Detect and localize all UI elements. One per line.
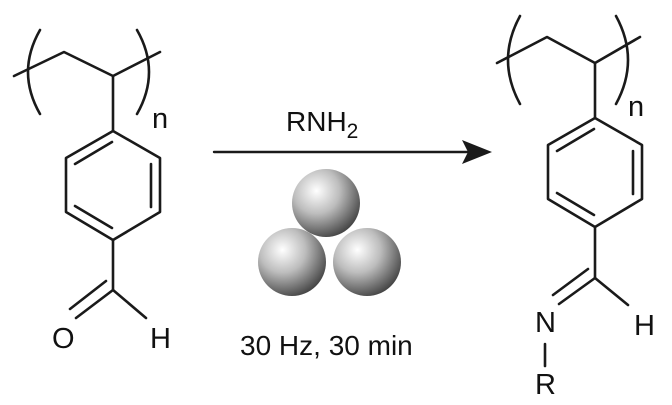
reagent-label: RNH2 bbox=[286, 106, 358, 143]
reactant-ch-bond bbox=[111, 288, 148, 320]
reaction-conditions: 30 Hz, 30 min bbox=[240, 330, 413, 361]
milling-ball-right bbox=[333, 228, 401, 296]
product-cn-double-bond-a bbox=[557, 276, 597, 306]
reaction-arrow-head bbox=[462, 140, 492, 164]
reactant-atom-o: O bbox=[52, 323, 75, 355]
product-backbone bbox=[495, 35, 642, 65]
product-polymer: N H R n bbox=[495, 14, 655, 401]
product-left-paren bbox=[506, 14, 522, 106]
product-atom-r: R bbox=[535, 369, 556, 401]
product-repeat-subscript: n bbox=[628, 91, 644, 123]
reactant-polymer: O H n bbox=[12, 28, 171, 355]
reactant-benzene-ring bbox=[64, 129, 162, 242]
milling-ball-top bbox=[292, 169, 360, 237]
reactant-co-double-bond-b bbox=[68, 279, 108, 311]
product-benzene-ring bbox=[546, 116, 644, 229]
product-right-paren bbox=[614, 14, 630, 106]
product-atom-h: H bbox=[634, 310, 655, 342]
reactant-ring-inner-bond-2 bbox=[73, 204, 114, 230]
reactant-repeat-subscript: n bbox=[152, 103, 168, 135]
ball-mill-balls-icon bbox=[258, 169, 401, 296]
reactant-right-paren bbox=[135, 28, 151, 116]
milling-ball-left bbox=[258, 228, 326, 296]
reactant-left-paren bbox=[26, 28, 42, 116]
reactant-backbone bbox=[12, 50, 162, 78]
reaction-arrow-group: RNH2 bbox=[212, 106, 492, 164]
product-cn-double-bond-b bbox=[551, 267, 590, 297]
product-ch-bond bbox=[593, 276, 630, 307]
reactant-atom-h: H bbox=[150, 323, 171, 355]
product-ring-inner-bond-2 bbox=[555, 191, 596, 217]
reactant-ring-inner-bond-3 bbox=[73, 140, 114, 166]
product-ring-inner-bond-3 bbox=[555, 127, 596, 153]
reactant-co-double-bond-a bbox=[74, 288, 115, 320]
product-atom-n: N bbox=[535, 307, 556, 339]
